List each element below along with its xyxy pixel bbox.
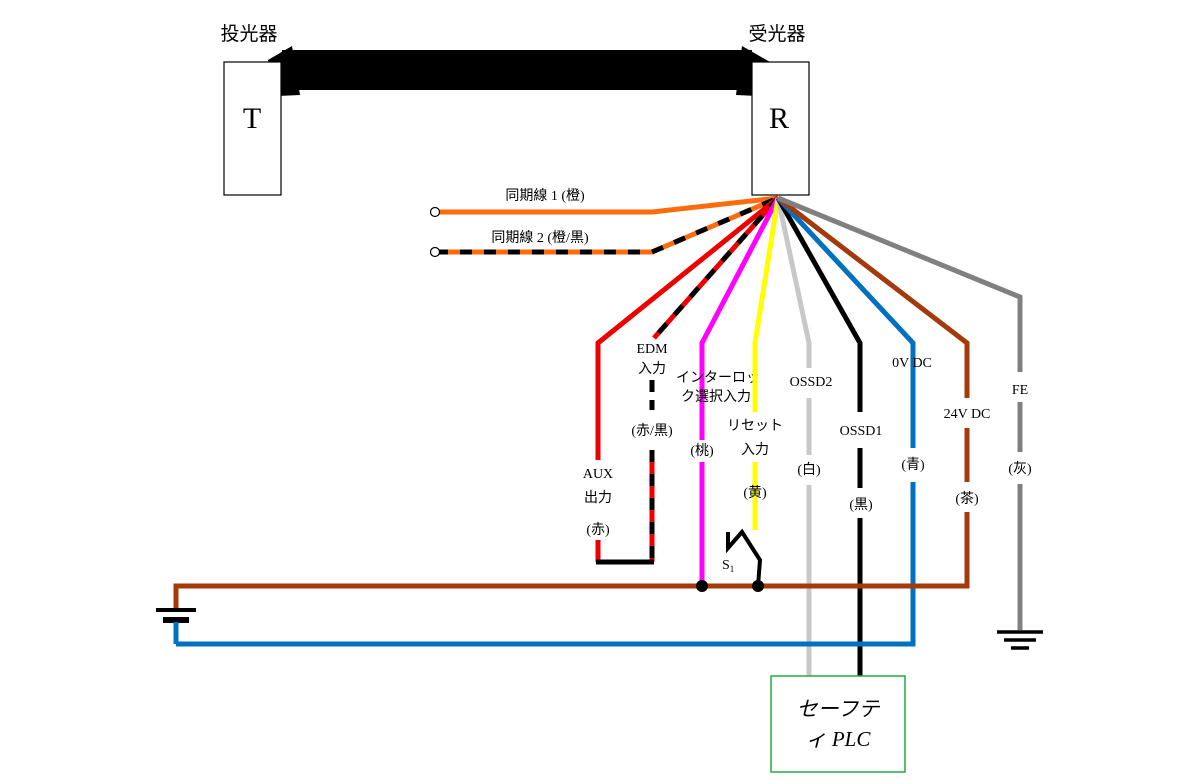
ossd2-color-label: (白) [797,462,821,478]
safety-plc-label-2: ィ PLC [806,727,872,751]
reset-input-wire [752,197,781,412]
aux-output-wire [595,196,780,460]
aux-label-1: AUX [583,467,613,482]
interlock-label-2: ク選択入力 [681,389,751,405]
ossd1-color-label: (黒) [849,498,873,513]
edm-color-label: (赤/黒) [631,423,673,439]
ossd1-wire [775,196,863,412]
reset-label-1: リセット [727,419,783,434]
interlock-color-label: (桃) [690,443,714,459]
fe-label: FE [1012,383,1028,398]
sensor-connection-cable [282,50,752,90]
supply-bus [173,512,970,610]
reset-switch [726,528,763,587]
emitter-letter: T [243,102,261,135]
zero-volt-color-label: (青) [901,457,925,473]
edm-input-wire-stripes [652,196,780,340]
switch-label: S1 [722,558,734,574]
receiver-label: 受光器 [748,23,805,45]
sync-line-2-terminal [429,246,441,258]
emitter-box [223,61,282,196]
sync-line-2-label: 同期線 2 (橙/黒) [491,230,589,246]
emitter-label: 投光器 [220,23,277,45]
receiver-letter: R [769,102,789,135]
zero-volt-wire [776,196,916,448]
twentyfour-volt-label: 24V DC [944,407,991,422]
safety-plc-label-1: セーフテ [797,697,881,721]
interlock-label-1: インターロッ [676,370,760,386]
battery-icon [156,608,196,644]
aux-label-2: 出力 [584,490,612,506]
zero-volt-label: 0V DC [892,356,932,371]
aux-color-label: (赤) [586,522,610,538]
ground-icon [997,630,1043,650]
sync-line-1-label: 同期線 1 (橙) [505,188,585,204]
sync-line-1-terminal [429,206,441,218]
sync-line-1-wire [436,195,779,215]
fe-wire [777,195,1023,372]
receiver-box [751,61,810,196]
reset-label-2: 入力 [741,442,769,458]
twentyfour-volt-wire [776,196,970,398]
twentyfour-volt-color-label: (茶) [955,491,979,507]
ossd2-wire [775,197,812,368]
edm-label-2: 入力 [638,361,666,377]
sync-line-2-wire-stripes [436,195,779,255]
interlock-junction-dot [696,580,708,592]
edm-label-1: EDM [636,342,668,357]
reset-color-label: (黄) [743,484,767,501]
reset-junction-dot [752,580,764,592]
ossd2-label: OSSD2 [790,375,833,390]
interlock-select-wire [699,196,781,440]
ossd1-label: OSSD1 [840,424,883,439]
fe-color-label: (灰) [1008,461,1032,477]
safety-plc-box [770,675,906,773]
zero-volt-wire-lower [176,482,916,647]
